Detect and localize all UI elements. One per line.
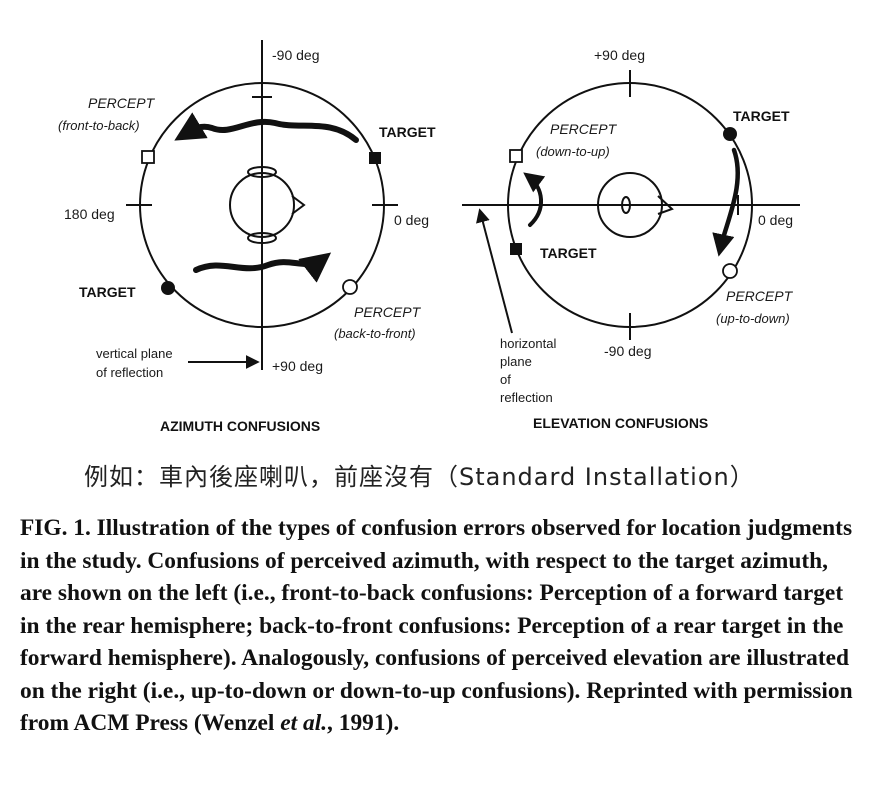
caption-paragraph: FIG. 1. Illustration of the types of con…: [20, 512, 860, 740]
azimuth-bottom-label: +90 deg: [272, 358, 323, 374]
target-front-filled-square: [369, 152, 381, 164]
percept-dtu-open-square: [509, 149, 523, 163]
azimuth-right-label: 0 deg: [394, 212, 429, 228]
caption-text: Illustration of the types of confusion e…: [20, 515, 853, 736]
target-upper-filled-dot: [723, 127, 737, 141]
dtu-curved-arrow: [523, 172, 546, 227]
handwritten-note: 例如：車內後座喇叭，前座沒有（Standard Installation）: [84, 463, 755, 491]
azimuth-plane-line2: of reflection: [96, 365, 163, 380]
elevation-plane-line1: horizontal: [500, 336, 556, 351]
target-lower-label: TARGET: [540, 245, 597, 261]
caption-et-al: et al.: [280, 710, 328, 736]
figure-caption: FIG. 1. Illustration of the types of con…: [20, 512, 860, 740]
target-rear-label: TARGET: [79, 284, 136, 300]
confusion-figure: -90 deg +90 deg 180 deg 0 deg PERCEPT (f…: [58, 40, 800, 434]
target-front-label: TARGET: [379, 124, 436, 140]
azimuth-plane-line1: vertical plane: [96, 346, 173, 361]
percept-dtu-sub: (down-to-up): [536, 144, 610, 159]
azimuth-left-label: 180 deg: [64, 206, 115, 222]
elevation-right-label: 0 deg: [758, 212, 793, 228]
head-side-view: [597, 172, 674, 238]
head-top-view: [229, 166, 306, 244]
percept-utd-sub: (up-to-down): [716, 311, 790, 326]
btf-wavy-arrow: [193, 252, 332, 283]
target-upper-label: TARGET: [733, 108, 790, 124]
percept-ftb-open-square: [141, 150, 155, 164]
target-lower-filled-square: [510, 243, 522, 255]
percept-ftb-sub: (front-to-back): [58, 118, 140, 133]
elevation-plane-line2: plane: [500, 354, 532, 369]
azimuth-title: AZIMUTH CONFUSIONS: [160, 418, 320, 434]
ftb-wavy-arrow: [174, 112, 359, 143]
percept-utd-open-dot: [722, 263, 738, 279]
percept-btf-title: PERCEPT: [354, 304, 422, 320]
target-rear-filled-dot: [161, 281, 175, 295]
elevation-top-label: +90 deg: [594, 47, 645, 63]
elevation-bottom-label: -90 deg: [604, 343, 651, 359]
elevation-diagram: +90 deg -90 deg 0 deg PERCEPT (down-to-u…: [462, 47, 800, 431]
utd-curved-arrow: [712, 147, 740, 257]
caption-label: FIG. 1.: [20, 515, 91, 541]
elevation-plane-arrow: [476, 208, 513, 334]
percept-utd-title: PERCEPT: [726, 288, 794, 304]
percept-btf-sub: (back-to-front): [334, 326, 416, 341]
percept-ftb-title: PERCEPT: [88, 95, 156, 111]
azimuth-top-label: -90 deg: [272, 47, 319, 63]
azimuth-diagram: -90 deg +90 deg 180 deg 0 deg PERCEPT (f…: [58, 40, 436, 434]
percept-dtu-title: PERCEPT: [550, 121, 618, 137]
elevation-plane-line4-visible: reflection: [500, 390, 553, 405]
elevation-title: ELEVATION CONFUSIONS: [533, 415, 708, 431]
elevation-plane-line3: of: [500, 372, 511, 387]
percept-btf-open-dot: [342, 279, 358, 295]
caption-text-end: , 1991).: [327, 710, 400, 736]
